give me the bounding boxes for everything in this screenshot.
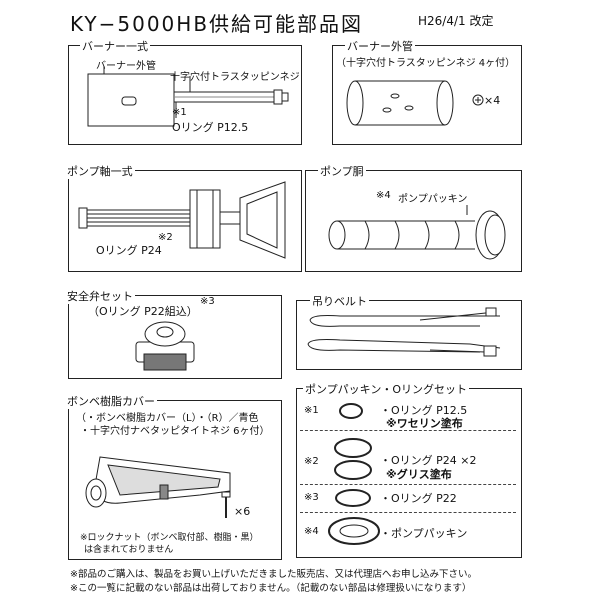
- packing-row-mark: ※4: [304, 526, 319, 537]
- burner-set-label: バーナー一式: [80, 38, 150, 54]
- burner-outer-tube-text: バーナー外管: [96, 61, 156, 72]
- safety-valve-illustration: [135, 321, 195, 371]
- packing-row-text: ・ポンプパッキン: [380, 527, 468, 540]
- packing-set-label: ポンプパッキン・Oリングセット: [303, 381, 469, 397]
- footer-note-2: ※この一覧に記載のない部品は出荷しておりません。（記載のない部品は修理扱いになり…: [70, 583, 472, 594]
- pump-packing-icon: [328, 517, 380, 545]
- belt-panel: [296, 300, 522, 370]
- safety-valve-panel: [68, 295, 282, 379]
- packing-row-mark: ※3: [304, 492, 319, 503]
- safety-valve-mark-3: ※3: [200, 296, 215, 307]
- pump-body-panel: [305, 170, 522, 272]
- pump-body-packing-text: ポンプパッキン: [398, 194, 468, 205]
- burner-outer-label: バーナー外管: [345, 38, 415, 54]
- packing-row-note: ※ワセリン塗布: [386, 417, 463, 430]
- pump-shaft-illustration: [78, 181, 286, 259]
- packing-row-mark: ※1: [304, 405, 319, 416]
- burner-illustration: [87, 66, 289, 127]
- packing-row-mark: ※2: [304, 456, 319, 467]
- packing-divider: [300, 430, 516, 431]
- safety-valve-label: 安全弁セット: [65, 288, 135, 304]
- pump-body-mark-4: ※4: [376, 190, 391, 201]
- pump-shaft-oring-text: Oリング P24: [96, 244, 162, 257]
- pump-shaft-panel: [68, 170, 302, 272]
- pump-body-label: ポンプ胴: [318, 163, 366, 179]
- page-title: KY−5000HB供給可能部品図: [70, 12, 364, 36]
- footer-note-1: ※部品のご購入は、製品をお買い上げいただきました販売店、又は代理店へお申し込み下…: [70, 569, 477, 580]
- packing-row-text: ・Oリング P12.5: [380, 404, 468, 417]
- safety-valve-subtitle: （Oリング P22組込）: [88, 305, 198, 318]
- cover-screw-qty-6: ×6: [234, 505, 251, 518]
- burner-set-panel: [68, 45, 302, 145]
- cylinder-cover-line1: （・ボンベ樹脂カバー（L）・（R）／青色: [76, 413, 259, 424]
- belt-illustration: [307, 307, 501, 357]
- oring-p24-icon: [334, 438, 372, 480]
- cylinder-cover-note2: は含まれておりません: [84, 545, 174, 555]
- cylinder-cover-panel: [68, 400, 282, 560]
- cylinder-cover-note1: ※ロックナット（ボンベ取付部、樹脂・黒）: [80, 533, 259, 543]
- belt-label: 吊りベルト: [310, 293, 369, 309]
- revision-date: H26/4/1 改定: [418, 14, 494, 28]
- screw-qty-4: ×4: [484, 94, 501, 107]
- pump-body-illustration: [328, 205, 506, 260]
- burner-oring-text: Oリング P12.5: [172, 121, 249, 134]
- oring-p12-5-icon: [339, 403, 363, 419]
- tapping-screw-icon: [221, 491, 231, 518]
- oring-p22-icon: [335, 489, 371, 507]
- pump-shaft-label: ポンプ軸一式: [65, 163, 135, 179]
- packing-row-note: ※グリス塗布: [386, 468, 452, 481]
- burner-screw-text: 十字穴付トラスタッピンネジ: [170, 72, 300, 83]
- packing-divider: [300, 484, 516, 485]
- packing-divider: [300, 512, 516, 513]
- burner-outer-subtitle: （十字穴付トラスタッピンネジ 4ヶ付）: [336, 58, 516, 69]
- pump-shaft-mark-2: ※2: [158, 232, 173, 243]
- cylinder-cover-label: ボンベ樹脂カバー: [65, 393, 157, 409]
- packing-row-text: ・Oリング P22: [380, 492, 457, 505]
- burner-outer-panel: [332, 45, 522, 145]
- packing-row-text: ・Oリング P24 ×2: [380, 454, 477, 467]
- burner-mark-1: ※1: [172, 107, 187, 118]
- outer-tube-illustration: [346, 80, 484, 126]
- cylinder-cover-line2: ・十字穴付ナベタッピタイトネジ 6ヶ付）: [80, 426, 270, 437]
- cylinder-cover-illustration: [85, 456, 231, 508]
